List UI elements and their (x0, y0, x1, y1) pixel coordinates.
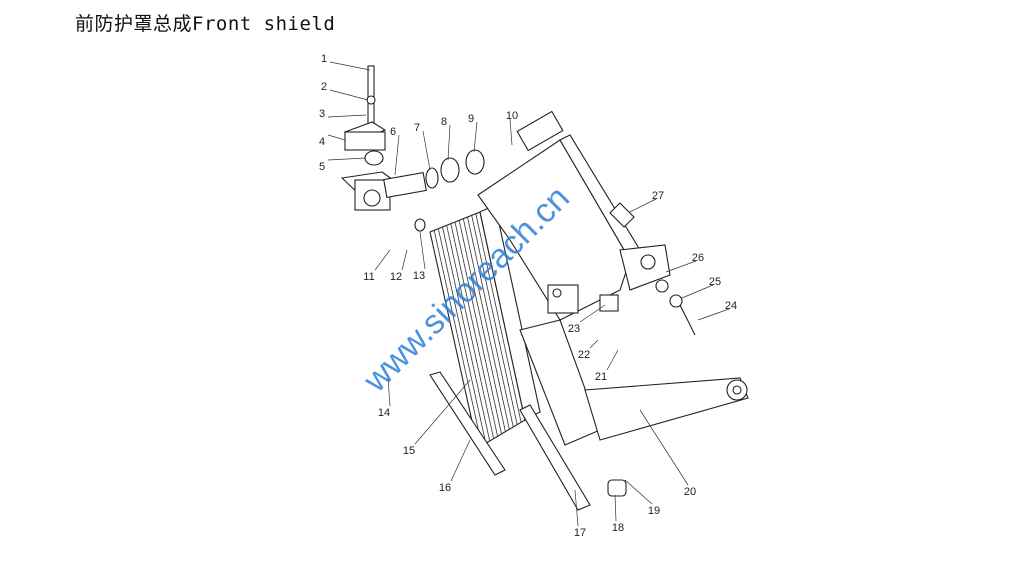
callout-9: 9 (468, 113, 474, 125)
radiator-fin (446, 225, 495, 439)
callout-17: 17 (574, 527, 586, 539)
leader-line (574, 489, 579, 527)
callout-20: 20 (684, 486, 696, 498)
leader-line (414, 379, 471, 445)
leader-line (422, 130, 431, 171)
leader-line (629, 198, 657, 213)
leader-line (327, 134, 346, 141)
callout-18: 18 (612, 522, 624, 534)
leader-line (401, 249, 408, 271)
leader-line (589, 339, 599, 349)
radiator-fin (433, 230, 483, 446)
leader-line (681, 284, 714, 299)
leader-line (614, 494, 617, 522)
leader-line (419, 231, 426, 270)
callout-10: 10 (506, 110, 518, 122)
radiator-fin (454, 221, 502, 435)
callout-4: 4 (319, 136, 325, 148)
callout-11: 11 (363, 271, 374, 283)
leader-line (579, 304, 606, 323)
leader-line (697, 308, 730, 321)
leader-line (329, 61, 371, 71)
leader-line (473, 121, 478, 153)
radiator-fin (450, 223, 498, 437)
radiator-fin (442, 226, 491, 442)
page-title: 前防护罩总成Front shield (75, 13, 336, 35)
radiator-fin (471, 215, 518, 425)
callout-7: 7 (414, 122, 420, 134)
radiator-fin (458, 220, 506, 432)
leader-line (509, 118, 513, 146)
callout-2: 2 (321, 81, 327, 93)
callout-24: 24 (725, 300, 737, 312)
leader-line (394, 134, 400, 176)
callout-21: 21 (595, 371, 607, 383)
leader-line (374, 249, 391, 271)
callout-19: 19 (648, 505, 660, 517)
callout-5: 5 (319, 161, 325, 173)
callout-25: 25 (709, 276, 721, 288)
leader-line (624, 479, 653, 505)
leader-line (639, 409, 689, 486)
callout-8: 8 (441, 116, 447, 128)
callout-26: 26 (692, 252, 704, 264)
callout-12: 12 (390, 271, 402, 283)
leader-line (327, 157, 367, 161)
callout-16: 16 (439, 482, 451, 494)
leader-line (606, 349, 619, 371)
radiator-fin (467, 216, 514, 428)
callout-1: 1 (321, 53, 327, 65)
shield-frame (477, 110, 749, 446)
callout-14: 14 (378, 407, 390, 419)
leader-line (447, 124, 451, 161)
lower-parts (429, 202, 696, 511)
radiator-core (429, 204, 541, 449)
leader-line (665, 260, 697, 273)
callout-23: 23 (568, 323, 580, 335)
pivot-assembly (340, 65, 485, 232)
leader-line (327, 114, 367, 118)
radiator-fin (475, 213, 522, 423)
callout-6: 6 (390, 126, 396, 138)
radiator-fin (462, 218, 510, 430)
leader-line (450, 439, 471, 482)
callout-3: 3 (319, 108, 325, 120)
leader-line (329, 89, 369, 101)
radiator-fin (437, 228, 487, 444)
callout-27: 27 (652, 190, 664, 202)
callout-15: 15 (403, 445, 415, 457)
callout-13: 13 (413, 270, 425, 282)
callout-22: 22 (578, 349, 590, 361)
leader-line (387, 377, 391, 407)
